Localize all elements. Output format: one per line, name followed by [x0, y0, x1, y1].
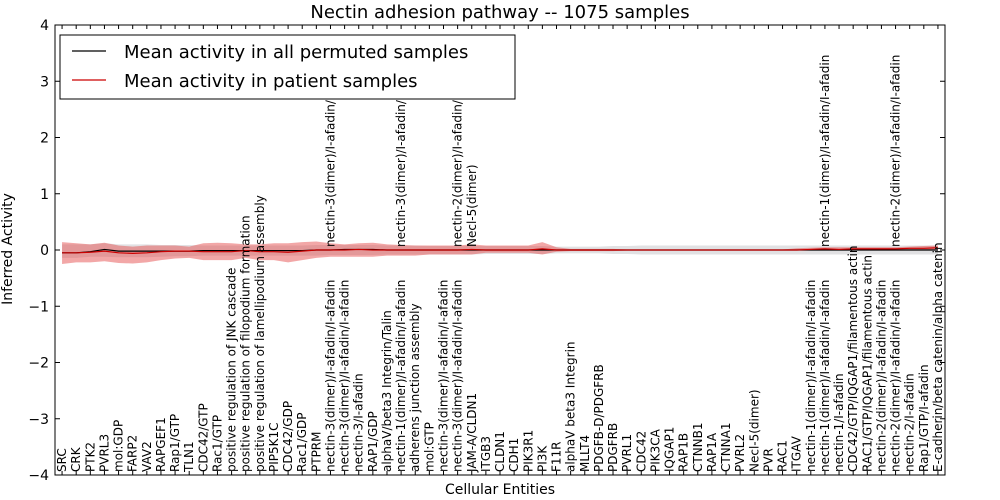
y-tick-label: −2	[28, 356, 49, 372]
x-tick-label-upper: nectin-3(dimer)/I-afadin/I-afadin	[323, 55, 337, 247]
legend: Mean activity in all permuted samples Me…	[59, 34, 516, 100]
x-tick-label: PVRL3	[97, 434, 111, 472]
x-tick-label: PVR	[761, 448, 775, 472]
x-tick-label: nectin-3(dimer)/I-afadin/I-afadin	[323, 280, 337, 472]
x-tick-label: adherens junction assembly	[408, 303, 422, 472]
series-band-1	[62, 241, 938, 265]
x-tick-label: JAM-A/CLDN1	[465, 393, 479, 473]
x-tick-label: ITGAV	[790, 435, 804, 472]
x-tick-label: positive regulation of JNK cascade	[225, 268, 239, 472]
x-tick-label: Rap1/GTP/I-afadin	[917, 364, 931, 472]
x-tick-label: nectin-3(dimer)/I-afadin/I-afadin	[451, 280, 465, 472]
series-line-1	[62, 247, 938, 254]
x-tick-label-upper: Necl-5(dimer)	[465, 164, 479, 247]
x-tick-label: F11R	[550, 441, 564, 472]
x-tick-label: PTK2	[83, 442, 97, 472]
x-tick-label: VAV2	[140, 441, 154, 472]
x-tick-label: Rac1/GTP	[210, 415, 224, 472]
x-tick-label: PVRL1	[620, 434, 634, 472]
x-tick-label: PI3K	[535, 445, 549, 472]
x-tick-label: mol:GTP	[422, 422, 436, 472]
x-tick-label: MLLT4	[578, 435, 592, 472]
y-tick-label: 0	[40, 243, 49, 259]
x-tick-label: RAP1A	[705, 432, 719, 472]
y-tick-label: 2	[40, 131, 49, 147]
x-tick-label: nectin-1(dimer)/I-afadin/I-afadin	[394, 280, 408, 472]
x-tick-label: positive regulation of filopodium format…	[239, 215, 253, 472]
y-tick-label: −3	[28, 412, 49, 428]
x-tick-label: Rac1/GDP	[295, 413, 309, 472]
x-tick-label: PIK3CA	[648, 428, 662, 472]
x-tick-label: CDC42/GTP/IQGAP1/filamentous actin	[846, 246, 860, 472]
x-tick-label: CRK	[69, 446, 83, 472]
x-tick-label-upper: nectin-1(dimer)/I-afadin/I-afadin	[818, 55, 832, 247]
x-tick-label: CLDN1	[493, 431, 507, 472]
x-tick-label: TLN1	[182, 441, 196, 473]
x-tick-label: nectin-3/I-afadin	[352, 373, 366, 472]
x-tick-label: PVRL2	[733, 434, 747, 472]
x-tick-label: Rap1/GTP	[168, 414, 182, 472]
x-tick-label: RAP1/GDP	[366, 411, 380, 472]
x-tick-label: alphaV beta3 Integrin	[564, 341, 578, 472]
chart-title: Nectin adhesion pathway -- 1075 samples	[310, 2, 689, 23]
x-tick-label: nectin-3(dimer)/I-afadin/I-afadin	[338, 280, 352, 472]
x-tick-label: mol:GDP	[112, 420, 126, 472]
x-tick-label: positive regulation of lamellipodium ass…	[253, 195, 267, 472]
x-tick-label: SRC	[55, 448, 69, 472]
x-tick-label: nectin-2(dimer)/I-afadin/I-afadin	[874, 280, 888, 472]
x-tick-label: PTPRM	[309, 432, 323, 473]
x-tick-label: RAC1/GTP/IQGAP1/filamentous actin	[860, 255, 874, 472]
y-tick-label: 1	[40, 187, 49, 203]
x-tick-label: CDC42/GTP	[196, 403, 210, 472]
x-tick-label: E-cadherin/beta catenin/alpha catenin	[931, 242, 945, 472]
x-tick-label: RAPGEF1	[154, 417, 168, 472]
legend-label-permuted: Mean activity in all permuted samples	[124, 42, 468, 63]
x-axis-label: Cellular Entities	[445, 482, 555, 498]
y-tick-label: 3	[40, 74, 49, 90]
x-tick-label-upper: nectin-2(dimer)/I-afadin/I-afadin	[889, 55, 903, 247]
x-tick-label: Necl-5(dimer)	[747, 389, 761, 472]
y-tick-label: −4	[28, 468, 49, 484]
x-tick-label: nectin-1/I-afadin	[832, 373, 846, 472]
x-tick-label: ITGB3	[479, 436, 493, 472]
x-tick-label: nectin-2(dimer)/I-afadin/I-afadin	[889, 280, 903, 472]
x-tick-label: nectin-1(dimer)/I-afadin/I-afadin	[804, 280, 818, 472]
x-tick-label: CTNNB1	[691, 422, 705, 472]
x-tick-label: nectin-2/I-afadin	[903, 373, 917, 472]
x-tick-label-upper: nectin-2(dimer)/I-afadin/I-afadin	[451, 55, 465, 247]
y-tick-label: 4	[40, 18, 49, 34]
legend-box	[59, 34, 516, 100]
x-tick-label: PIK3R1	[521, 430, 535, 472]
x-tick-label: alphaV/beta3 Integrin/Talin	[380, 310, 394, 472]
x-tick-label: PDGFB-D/PDGFRB	[592, 364, 606, 472]
legend-label-patient: Mean activity in patient samples	[124, 71, 418, 92]
x-tick-label-upper: nectin-3(dimer)/I-afadin/I-afadin	[394, 55, 408, 247]
x-tick-label: PDGFRB	[606, 423, 620, 472]
x-tick-label: RAC1	[776, 440, 790, 472]
y-axis-label: Inferred Activity	[0, 193, 16, 305]
x-tick-label: FARP2	[126, 435, 140, 472]
x-tick-label: CDH1	[507, 438, 521, 472]
x-tick-label: nectin-3(dimer)/I-afadin/I-afadin	[436, 280, 450, 472]
y-tick-label: −1	[28, 299, 49, 315]
x-tick-label: CDC42/GDP	[281, 401, 295, 472]
x-tick-label: IQGAP1	[663, 427, 677, 472]
x-tick-label: CTNNA1	[719, 422, 733, 472]
x-tick-label: RAP1B	[677, 433, 691, 472]
x-tick-label: PIP5K1C	[267, 422, 281, 472]
x-tick-label: CDC42	[634, 431, 648, 472]
x-tick-label: nectin-1(dimer)/I-afadin/I-afadin	[818, 280, 832, 472]
